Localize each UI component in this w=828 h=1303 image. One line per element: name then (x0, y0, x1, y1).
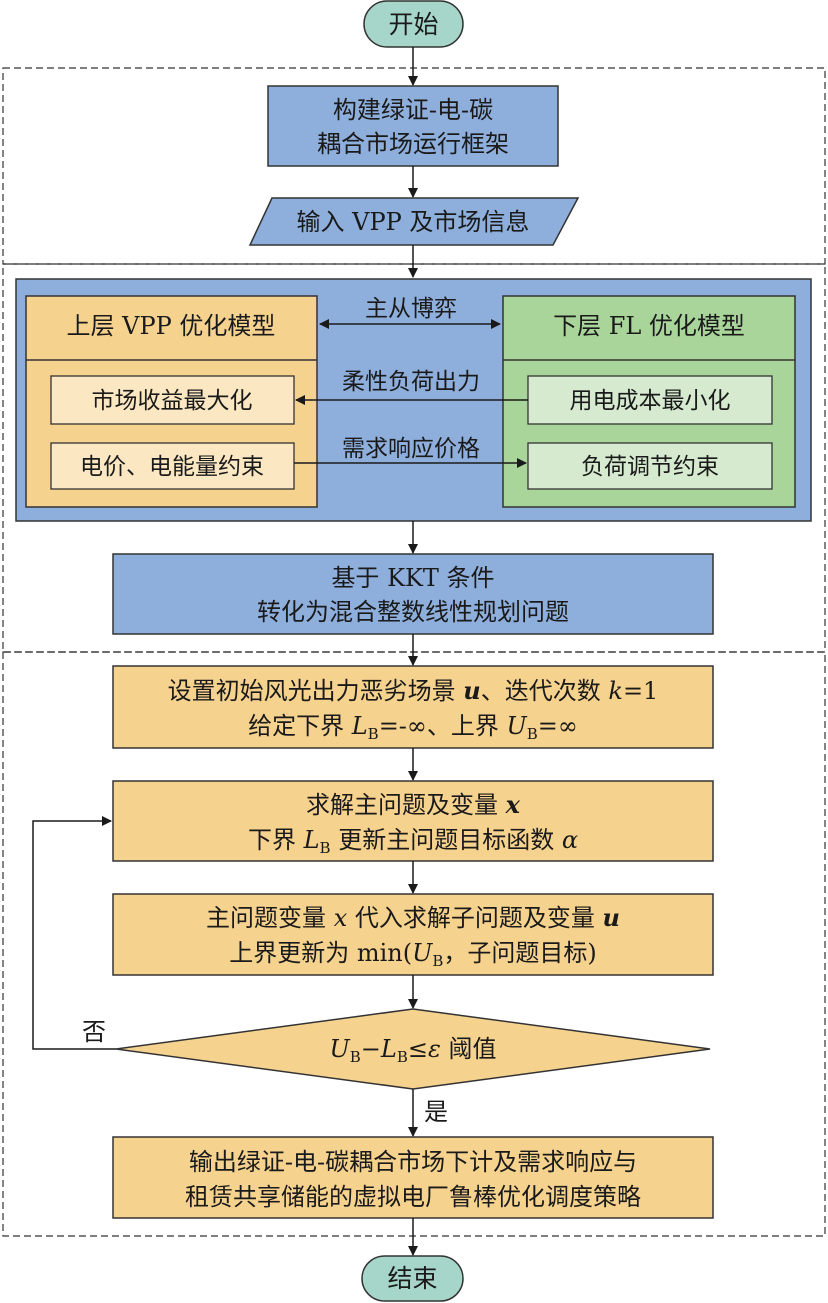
lower-item-cost-label: 用电成本最小化 (570, 388, 731, 414)
upper-item-constraints-label: 电价、电能量约束 (80, 454, 264, 480)
start-label: 开始 (388, 10, 438, 39)
lower-item-constraints (527, 442, 773, 490)
sub-problem-box (112, 893, 714, 976)
sub-line2: 上界更新为 min(UB，子问题目标) (229, 939, 597, 970)
kkt-transform-box (112, 553, 714, 635)
kkt-line2: 转化为混合整数线性规划问题 (257, 598, 569, 626)
section-frame-preparation (2, 67, 826, 265)
lower-item-cost (527, 375, 773, 425)
upper-item-constraints (50, 442, 295, 490)
no-loop-arrow (32, 816, 116, 1050)
sub-line1: 主问题变量 x 代入求解子问题及变量 u (206, 903, 620, 932)
upper-item-revenue (50, 375, 295, 425)
output-line2: 租赁共享储能的虚拟电厂鲁棒优化调度策略 (185, 1183, 641, 1211)
dr-price-label: 需求响应价格 (342, 436, 480, 462)
upper-level-title: 上层 VPP 优化模型 (67, 312, 276, 340)
build-framework-line2: 耦合市场运行框架 (317, 130, 509, 158)
output-line1: 输出绿证-电-碳耦合市场下计及需求响应与 (189, 1148, 637, 1176)
end-label: 结束 (387, 1264, 437, 1293)
build-framework-line1: 构建绿证-电-碳 (333, 96, 493, 124)
input-label: 输入 VPP 及市场信息 (297, 208, 530, 236)
lower-item-constraints-label: 负荷调节约束 (581, 454, 719, 480)
decision-label: UB−LB≤ε 阈值 (330, 1035, 497, 1066)
no-label: 否 (82, 1018, 106, 1046)
flex-load-label: 柔性负荷出力 (342, 369, 480, 395)
master-line2: 下界 LB 更新主问题目标函数 α (248, 826, 578, 857)
kkt-line1: 基于 KKT 条件 (331, 564, 494, 592)
stackelberg-label: 主从博弈 (365, 296, 457, 322)
upper-item-revenue-label: 市场收益最大化 (92, 388, 253, 414)
master-problem-box (112, 780, 714, 862)
init-line2: 给定下界 LB=-∞、上界 UB=∞ (248, 712, 578, 743)
output-box (112, 1136, 714, 1219)
init-line1: 设置初始风光出力恶劣场景 u、迭代次数 k=1 (168, 676, 659, 705)
lower-level-title: 下层 FL 优化模型 (553, 312, 745, 340)
build-framework-box (267, 85, 559, 167)
input-parallelogram (248, 197, 580, 246)
section-frame-ccg (2, 651, 826, 1237)
init-box (112, 665, 714, 749)
end-terminal (361, 1255, 464, 1302)
master-line1: 求解主问题及变量 x (306, 790, 521, 819)
yes-label: 是 (424, 1098, 448, 1126)
